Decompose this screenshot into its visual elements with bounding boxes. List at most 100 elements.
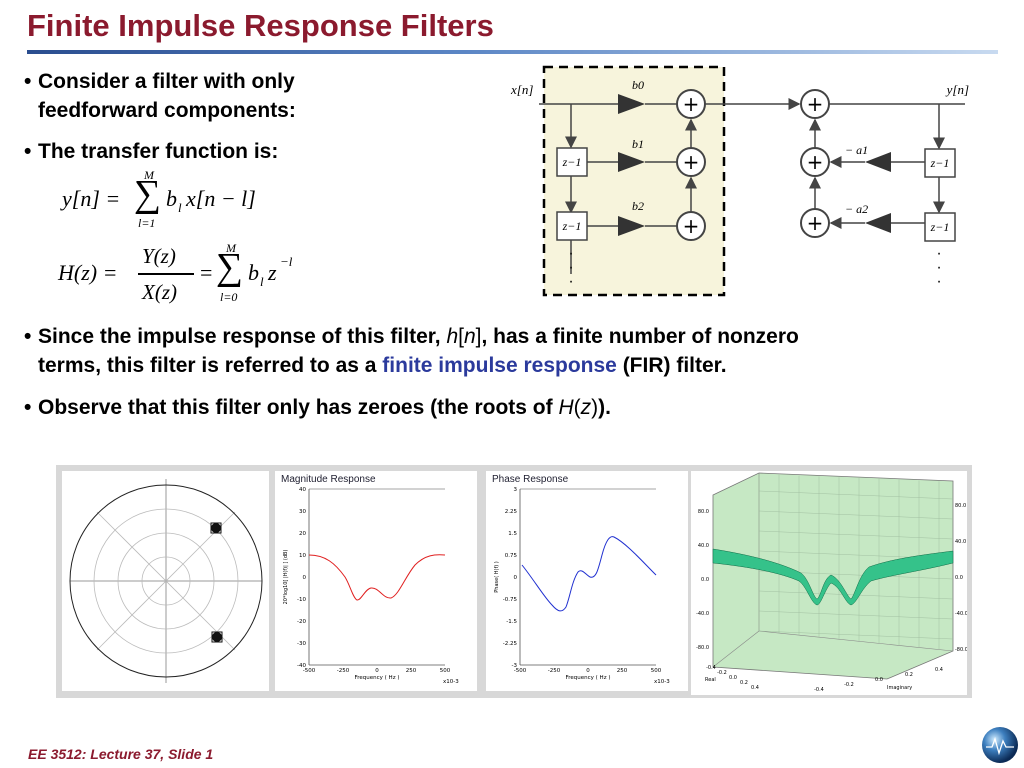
z-tick-label: -40.0 [696, 611, 709, 617]
eq1-x: x[n − l] [186, 186, 256, 211]
bullet-text: terms, this filter is referred to as a [38, 354, 383, 377]
delay-block-1 [556, 147, 588, 177]
magnitude-curve [308, 554, 446, 601]
real-axis-label: Real [705, 677, 716, 683]
equation-difference: y[n] = M ∑ l=1 b l x[n − l] [62, 168, 322, 234]
x-tick-label: -250 [548, 668, 561, 674]
bullet-text: Since the impulse response of this filte… [38, 325, 447, 348]
coef-b1: b1 [632, 137, 644, 151]
eq1-lhs: y[n] = [62, 186, 121, 211]
continuation-dots: · [568, 245, 573, 262]
x-tick-label: -500 [514, 668, 527, 674]
y-tick-label: 1.5 [508, 531, 517, 537]
z-tick-label: 40.0 [698, 543, 709, 549]
delay-label: z−1 [562, 219, 582, 233]
gain-b0-triangle [618, 94, 645, 114]
eq1-upper: M [144, 168, 154, 182]
eq2-z: z [268, 260, 277, 285]
eq2-lower: l=0 [220, 290, 238, 304]
real-tick-label: 0.0 [729, 675, 737, 681]
y-tick-label: -1.5 [506, 619, 517, 625]
y-tick-label: 2.25 [505, 509, 518, 515]
surface-grid-line [758, 510, 954, 520]
adder-plus: + [683, 214, 700, 238]
y-tick-label: -2.25 [503, 641, 518, 647]
bullet-dot: • [24, 70, 32, 93]
adder-plus: + [683, 150, 700, 174]
bullet-dot: • [24, 140, 32, 163]
surface-mesh [712, 548, 954, 606]
magnitude-ylabel: 20*log10[ |H(f)| ] (dB) [283, 550, 289, 605]
x-tick-label: 0 [586, 668, 590, 674]
symbol-n: n [463, 325, 476, 348]
bullet-text: , has a finite number of nonzero [481, 325, 799, 348]
y-tick-label: 0.75 [505, 553, 518, 559]
real-tick-label: 0.4 [751, 685, 759, 691]
y-tick-label: -10 [297, 597, 306, 603]
imag-tick-label: -0.2 [844, 682, 854, 688]
delay-label: z−1 [930, 156, 950, 170]
imag-tick-label: 0.4 [935, 667, 943, 673]
z-tick-label: -80.0 [955, 647, 967, 653]
gain-a1-triangle [865, 152, 891, 172]
eq2-sub: l [260, 274, 264, 289]
phase-xlabel: Frequency ( Hz ) [566, 675, 611, 681]
continuation-dots: · [936, 245, 941, 262]
y-tick-label: 20 [299, 531, 306, 537]
bullet-text-line: feedforward components: [38, 99, 296, 122]
zero-marker [212, 632, 222, 642]
coef-b2: b2 [632, 199, 644, 213]
magnitude-xscale: x10-3 [443, 679, 459, 685]
eq2-num: Y(z) [142, 244, 176, 268]
eq1-sub: l [178, 200, 182, 215]
fir-highlight: finite impulse response [382, 354, 617, 377]
real-tick-label: -0.4 [706, 665, 716, 671]
adder-plus: + [683, 92, 700, 116]
z-tick-label: 40.0 [955, 539, 966, 545]
x-tick-label: 250 [406, 668, 417, 674]
y-tick-label: -30 [297, 641, 306, 647]
y-tick-label: -3 [512, 663, 518, 669]
eq2-eq: = [200, 260, 213, 285]
surface-plot: 80.040.00.0-40.0-80.0 80.040.00.0-40.0-8… [696, 472, 968, 693]
magnitude-xlabel: Frequency ( Hz ) [355, 675, 400, 681]
z-tick-label: -80.0 [696, 645, 709, 651]
bullet-dot: • [24, 325, 32, 348]
eq1-sigma: ∑ [134, 173, 162, 215]
coef-b0: b0 [632, 78, 644, 92]
eq1-lower: l=1 [138, 216, 156, 230]
phase-ylabel: Phase( H(f) ) [494, 561, 500, 592]
bullet-text: The transfer function is: [38, 140, 279, 163]
y-tick-label: 0 [514, 575, 518, 581]
bullet-text: (FIR) filter. [616, 354, 727, 377]
surface-grid-line [758, 610, 954, 620]
eq1-b: b [166, 186, 177, 211]
phase-title: Phase Response [492, 474, 569, 485]
magnitude-title: Magnitude Response [281, 474, 376, 485]
bullet-dot: • [24, 396, 32, 419]
coef-a2: − a2 [845, 202, 868, 216]
delay-block-3 [924, 148, 956, 178]
eq2-sigma: ∑ [216, 246, 244, 288]
y-tick-label: 0 [303, 575, 307, 581]
z-tick-label: 80.0 [955, 503, 966, 509]
real-tick-label: -0.2 [717, 670, 727, 676]
symbol-H: H [558, 396, 574, 419]
pole-zero-plot [69, 479, 263, 683]
eq2-b: b [248, 260, 259, 285]
svg-text:·: · [568, 259, 573, 276]
y-tick-label: -20 [297, 619, 306, 625]
phase-curve [521, 536, 657, 612]
gain-b2-triangle [618, 216, 645, 236]
slide-footer: EE 3512: Lecture 37, Slide 1 [28, 746, 214, 762]
gain-a2-triangle [865, 213, 891, 233]
bullet-fir-definition: • Since the impulse response of this fil… [24, 322, 988, 380]
pole-zero-panel [62, 471, 269, 691]
imag-axis-label: Imaginary [887, 685, 912, 691]
gain-b1-triangle [618, 152, 645, 172]
svg-text:·: · [568, 273, 573, 290]
adder-plus: + [807, 211, 824, 235]
